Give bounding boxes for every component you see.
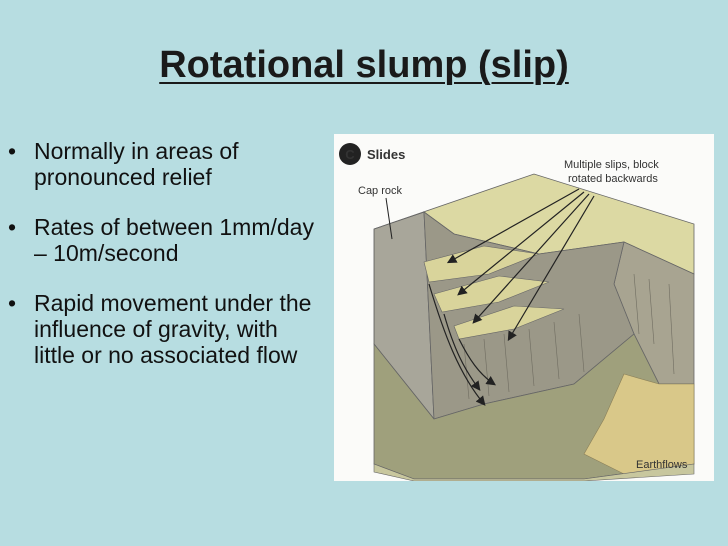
bullet-text: Rapid movement under the influence of gr… (34, 290, 312, 368)
rotational-slump-illustration: C Slides Cap rock Multiple slips, block … (339, 143, 695, 481)
rotated-block-top-2 (433, 275, 550, 313)
base-slab (373, 463, 695, 481)
rotated-block-top-3 (453, 305, 565, 340)
bullet-dot: • (8, 138, 17, 164)
bullet-item: • Rapid movement under the influence of … (6, 290, 324, 368)
slide-title: Rotational slump (slip) (159, 44, 569, 86)
bullet-dot: • (8, 214, 17, 240)
bullet-text: Normally in areas of pronounced relief (34, 138, 239, 190)
rock-striations (463, 273, 675, 400)
figure-badge-letter: C (345, 147, 355, 162)
label-cap-rock: Cap rock (358, 185, 403, 197)
bullet-dot: • (8, 290, 17, 316)
label-multiple-slips-line1: Multiple slips, block (564, 159, 659, 171)
figure-badge-circle (339, 143, 361, 165)
slip-planes (428, 283, 496, 406)
bullet-text: Rates of between 1mm/day – 10m/second (34, 214, 314, 266)
label-multiple-slips-line2: rotated backwards (568, 173, 658, 185)
bullet-list: • Normally in areas of pronounced relief… (6, 138, 324, 392)
cap-rock-pointer (385, 197, 393, 240)
figure-heading: Slides (367, 147, 405, 162)
bullet-item: • Rates of between 1mm/day – 10m/second (6, 214, 324, 266)
slide-diagram: C Slides Cap rock Multiple slips, block … (334, 134, 714, 481)
bullet-item: • Normally in areas of pronounced relief (6, 138, 324, 190)
label-earthflows: Earthflows (636, 459, 688, 471)
label-arrows (446, 188, 595, 342)
